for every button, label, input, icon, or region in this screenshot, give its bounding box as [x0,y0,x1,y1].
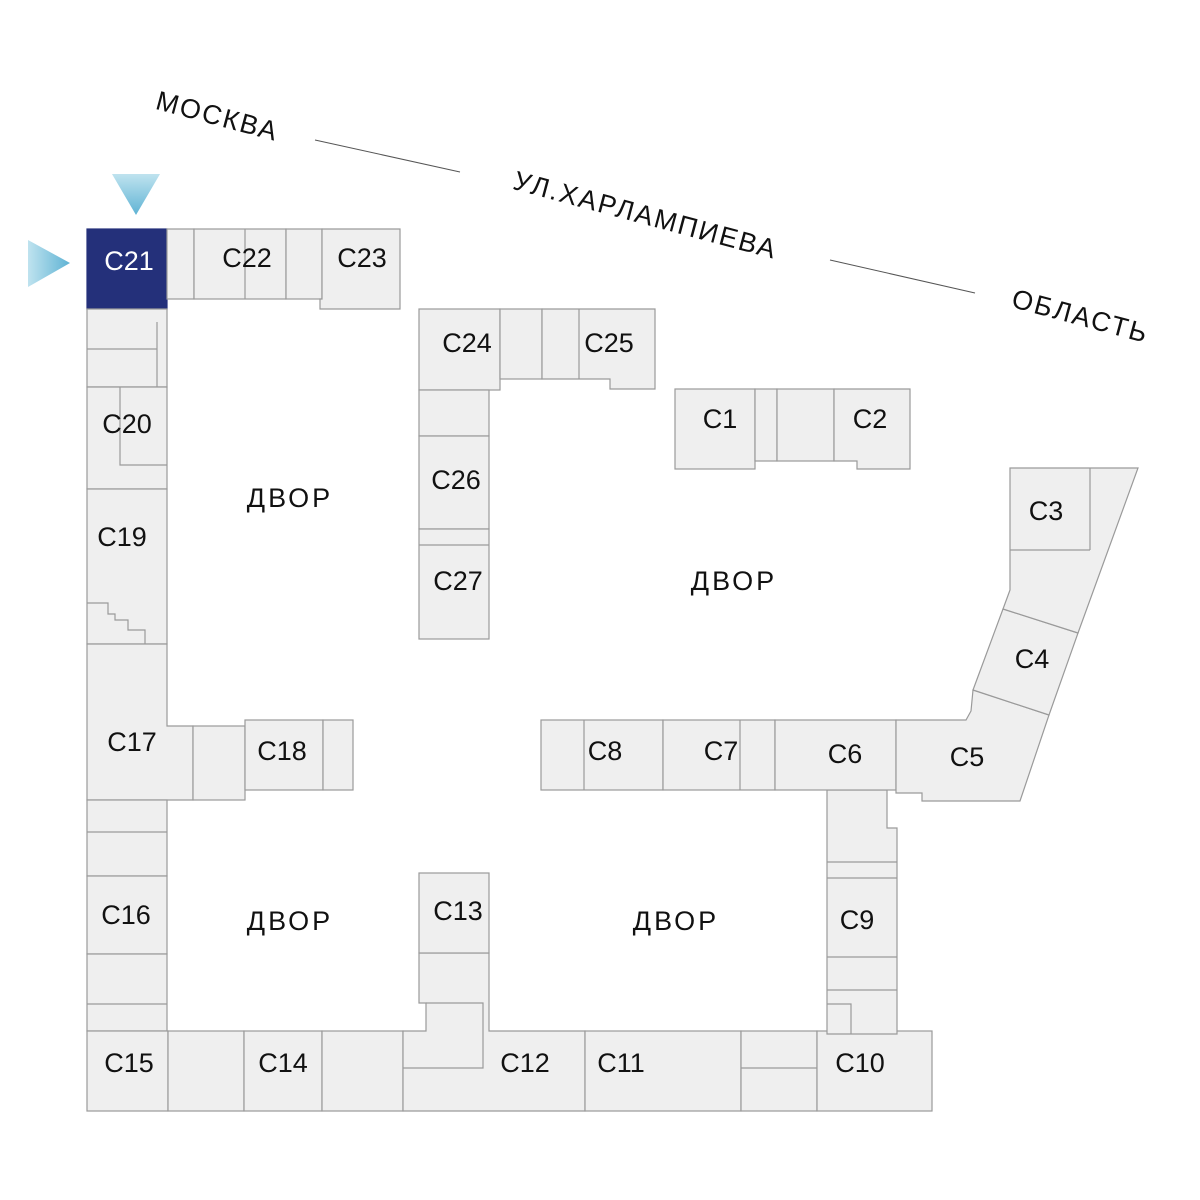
section-c22[interactable]: C22 [193,228,287,300]
section-label: C19 [97,522,147,552]
section-c23[interactable]: C23 [319,228,401,310]
section-label: C7 [704,736,739,766]
section-c26[interactable]: C26 [418,435,490,530]
street-line [829,259,976,294]
building-block [776,388,835,462]
section-c18[interactable]: C18 [244,719,324,791]
entrance-marker-right-icon [28,240,70,287]
section-label: C26 [431,465,481,495]
section-c5[interactable]: C5 [895,689,1050,802]
street-label-region: ОБЛАСТЬ [1009,283,1153,348]
section-c27[interactable]: C27 [418,528,490,640]
section-c10[interactable]: C10 [816,1030,933,1112]
section-label: C24 [442,328,492,358]
section-c8[interactable]: C8 [540,719,664,791]
section-label: C13 [433,896,483,926]
building-block [322,719,354,791]
section-c6[interactable]: C6 [774,719,897,791]
section-c11[interactable]: C11 [584,1030,742,1112]
section-c21[interactable]: C21 [86,228,168,310]
section-label: C3 [1029,496,1064,526]
section-label: C18 [257,736,307,766]
courtyard-label: ДВОР [691,566,777,596]
courtyard-label: ДВОР [633,906,719,936]
section-label: C27 [433,566,483,596]
section-c20[interactable]: C20 [86,386,168,490]
section-c2[interactable]: C2 [833,388,911,470]
section-label: C12 [500,1048,550,1078]
courtyard-label: ДВОР [247,906,333,936]
street-label-moscow: МОСКВА [153,85,282,147]
section-c4[interactable]: C4 [972,608,1079,716]
section-c13[interactable]: C13 [418,872,490,954]
section-label: C15 [104,1048,154,1078]
building-block [167,1030,245,1112]
section-c15[interactable]: C15 [86,1030,169,1112]
section-label: C5 [950,742,985,772]
section-label: C6 [828,739,863,769]
section-label: C17 [107,727,157,757]
street-line [314,139,461,173]
section-label: C10 [835,1048,885,1078]
building-block [285,228,323,300]
section-label: C22 [222,243,272,273]
section-c24[interactable]: C24 [418,308,501,391]
section-label: C16 [101,900,151,930]
building-block [86,953,168,1032]
section-c17[interactable]: C17 [86,643,194,801]
entrance-marker-down-icon [112,174,160,215]
section-c9[interactable]: C9 [826,789,898,1035]
section-c7[interactable]: C7 [662,719,776,791]
section-c16[interactable]: C16 [86,875,168,955]
section-label: C9 [840,905,875,935]
section-label: C2 [853,404,888,434]
building-block [740,1030,818,1112]
section-label: C23 [337,243,387,273]
section-label: C8 [588,736,623,766]
courtyard-label: ДВОР [247,483,333,513]
section-label: C21 [104,246,154,276]
section-label: C14 [258,1048,308,1078]
section-c1[interactable]: C1 [674,388,756,470]
street-label-street-name: УЛ.ХАРЛАМПИЕВА [510,165,781,264]
section-label: C20 [102,409,152,439]
building-block [86,308,168,388]
section-c14[interactable]: C14 [243,1030,323,1112]
section-c25[interactable]: C25 [541,308,656,390]
section-c3[interactable]: C3 [1002,467,1139,634]
section-label: C25 [584,328,634,358]
building-block [166,228,195,300]
building-block [418,389,490,437]
section-label: C4 [1015,644,1050,674]
building-block [321,1030,404,1112]
building-block [192,725,246,801]
section-label: C11 [597,1048,645,1078]
building-block [754,388,778,462]
building-block [86,799,168,877]
section-c12[interactable]: C12 [402,952,586,1112]
building-block [499,308,543,380]
section-c19[interactable]: C19 [86,488,168,645]
section-label: C1 [703,404,738,434]
